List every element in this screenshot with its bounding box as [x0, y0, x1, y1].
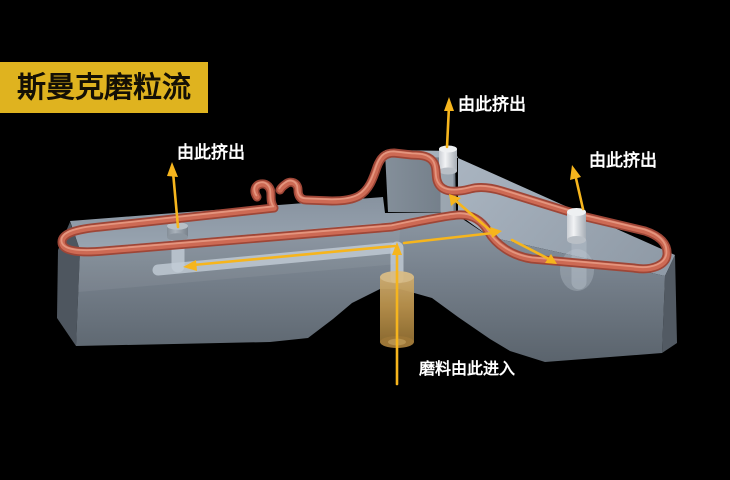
title-banner-bg: [0, 62, 208, 113]
arrowhead-flow-left: [183, 260, 197, 271]
arrowhead-branch-right: [545, 254, 557, 264]
arrowhead-flow-right: [490, 227, 502, 238]
channel-horizontal: [152, 242, 398, 276]
flow-arrows: [167, 97, 585, 386]
label-outlet-top: 由此挤出: [458, 94, 526, 114]
label-inlet: 磨料由此进入: [419, 359, 515, 378]
label-outlet-right: 由此挤出: [589, 150, 657, 170]
channel-right-port-glow: [560, 249, 594, 291]
arrow-outlet-left: [171, 170, 180, 229]
tube-body: [59, 150, 670, 272]
label-outlet-left: 由此挤出: [177, 142, 245, 162]
arrowhead-outlet-left: [167, 162, 178, 177]
body-right-arm-top-face: [458, 158, 675, 276]
right-port-cylinder: [567, 208, 586, 244]
arrowhead-inlet: [392, 242, 402, 255]
abrasive-tube: [57, 148, 672, 274]
arrow-outlet-top: [445, 104, 451, 149]
arrowhead-outlet-top: [444, 97, 454, 111]
arrow-branch-right: [510, 238, 551, 261]
middle-port-cylinder: [439, 145, 457, 175]
arrow-flow-left: [191, 244, 397, 267]
title-text: 斯曼克磨粒流: [17, 71, 191, 104]
arrowhead-outlet-right: [570, 165, 581, 180]
title-banner: 斯曼克磨粒流: [0, 62, 208, 113]
arrow-branch-up: [454, 199, 493, 233]
arrowhead-branch-up: [449, 194, 461, 206]
body-right-end-face: [662, 255, 677, 353]
arrow-flow-right: [402, 231, 495, 245]
tube-highlight: [60, 150, 668, 269]
arrow-outlet-right: [573, 172, 585, 211]
